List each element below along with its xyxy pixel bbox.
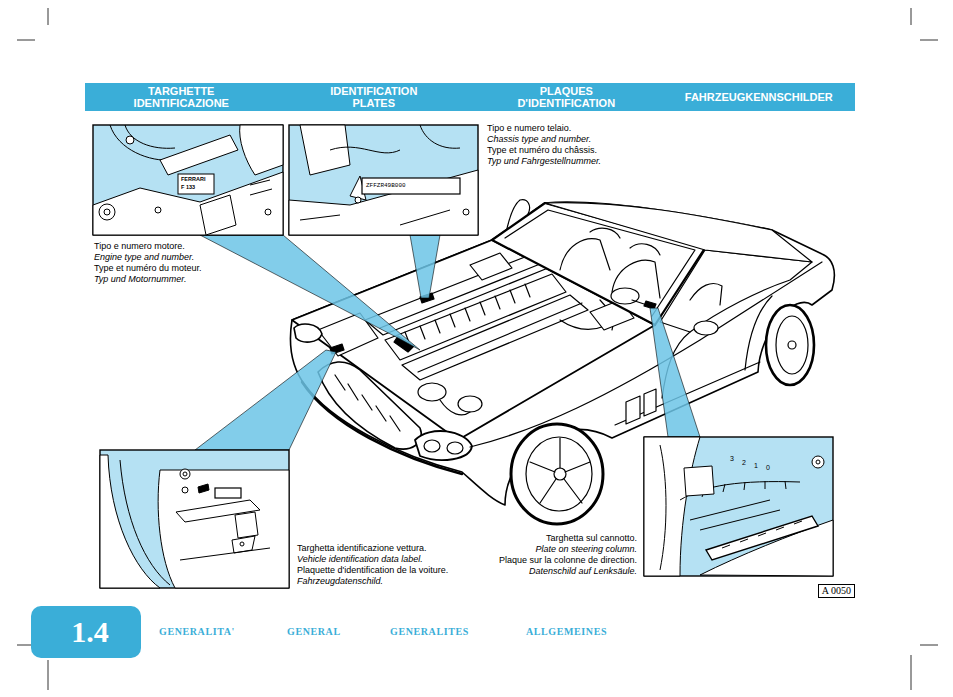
- vehicle-label-inset: [100, 450, 289, 588]
- caption-text: Type et numéro du moteur.: [94, 263, 202, 274]
- caption-text: Vehicle identification data label.: [297, 554, 423, 565]
- crop-marks: [17, 8, 938, 690]
- caption-text: Tipo e numero telaio.: [487, 123, 571, 134]
- caption-text: Targhetta identificazione vettura.: [297, 543, 427, 554]
- section-name: ALLGEMEINES: [526, 626, 607, 638]
- gauge-number: 1: [754, 462, 758, 470]
- caption-text: Typ und Fahrgestellnummer.: [487, 156, 601, 167]
- caption-text: Datenschild auf Lenksäule.: [529, 566, 637, 577]
- header-title: PLAQUES D'IDENTIFICATION: [501, 85, 631, 109]
- plate-text: F 133: [181, 184, 195, 190]
- gauge-number: 3: [730, 455, 734, 463]
- gauge-number: 0: [766, 464, 770, 472]
- caption-text: Plaquette d'identification de la voiture…: [297, 565, 448, 576]
- caption-text: Plate on steering column.: [535, 544, 637, 555]
- caption-text: Plaque sur la colonne de direction.: [499, 555, 637, 566]
- page-number: 1.4: [71, 615, 109, 649]
- caption-text: Typ und Motornummer.: [94, 274, 187, 285]
- caption-text: Type et numéro du châssis.: [487, 145, 597, 156]
- engine-inset: [93, 125, 283, 235]
- header-title: IDENTIFICATION PLATES: [314, 85, 434, 109]
- section-name: GENERALITES: [390, 626, 469, 638]
- caption-text: Chassis type and number.: [487, 134, 591, 145]
- gauge-number: 2: [742, 459, 746, 467]
- header-band: TARGHETTE IDENTIFICAZIONE IDENTIFICATION …: [85, 83, 855, 111]
- callout-wedges: [195, 235, 700, 450]
- caption-text: Targhetta sul cannotto.: [546, 533, 637, 544]
- page-number-tab: 1.4: [31, 606, 141, 658]
- figure-reference-box: A 0050: [818, 584, 855, 598]
- caption-text: Engine type and number.: [94, 252, 194, 263]
- section-name: GENERALITA': [159, 626, 235, 638]
- chassis-inset: [289, 125, 478, 235]
- header-title: TARGHETTE IDENTIFICAZIONE: [121, 85, 241, 109]
- caption-text: Tipo e numero motore.: [94, 241, 185, 252]
- steering-inset: [644, 437, 833, 576]
- figure-reference: A 0050: [822, 585, 851, 597]
- caption-text: Fahrzeugdatenschild.: [297, 576, 383, 587]
- plate-text: FERRARI: [181, 176, 205, 182]
- header-title: FAHRZEUGKENNSCHILDER: [685, 91, 833, 103]
- plate-text: ZFFZR49B000: [366, 182, 406, 189]
- section-name: GENERAL: [287, 626, 341, 638]
